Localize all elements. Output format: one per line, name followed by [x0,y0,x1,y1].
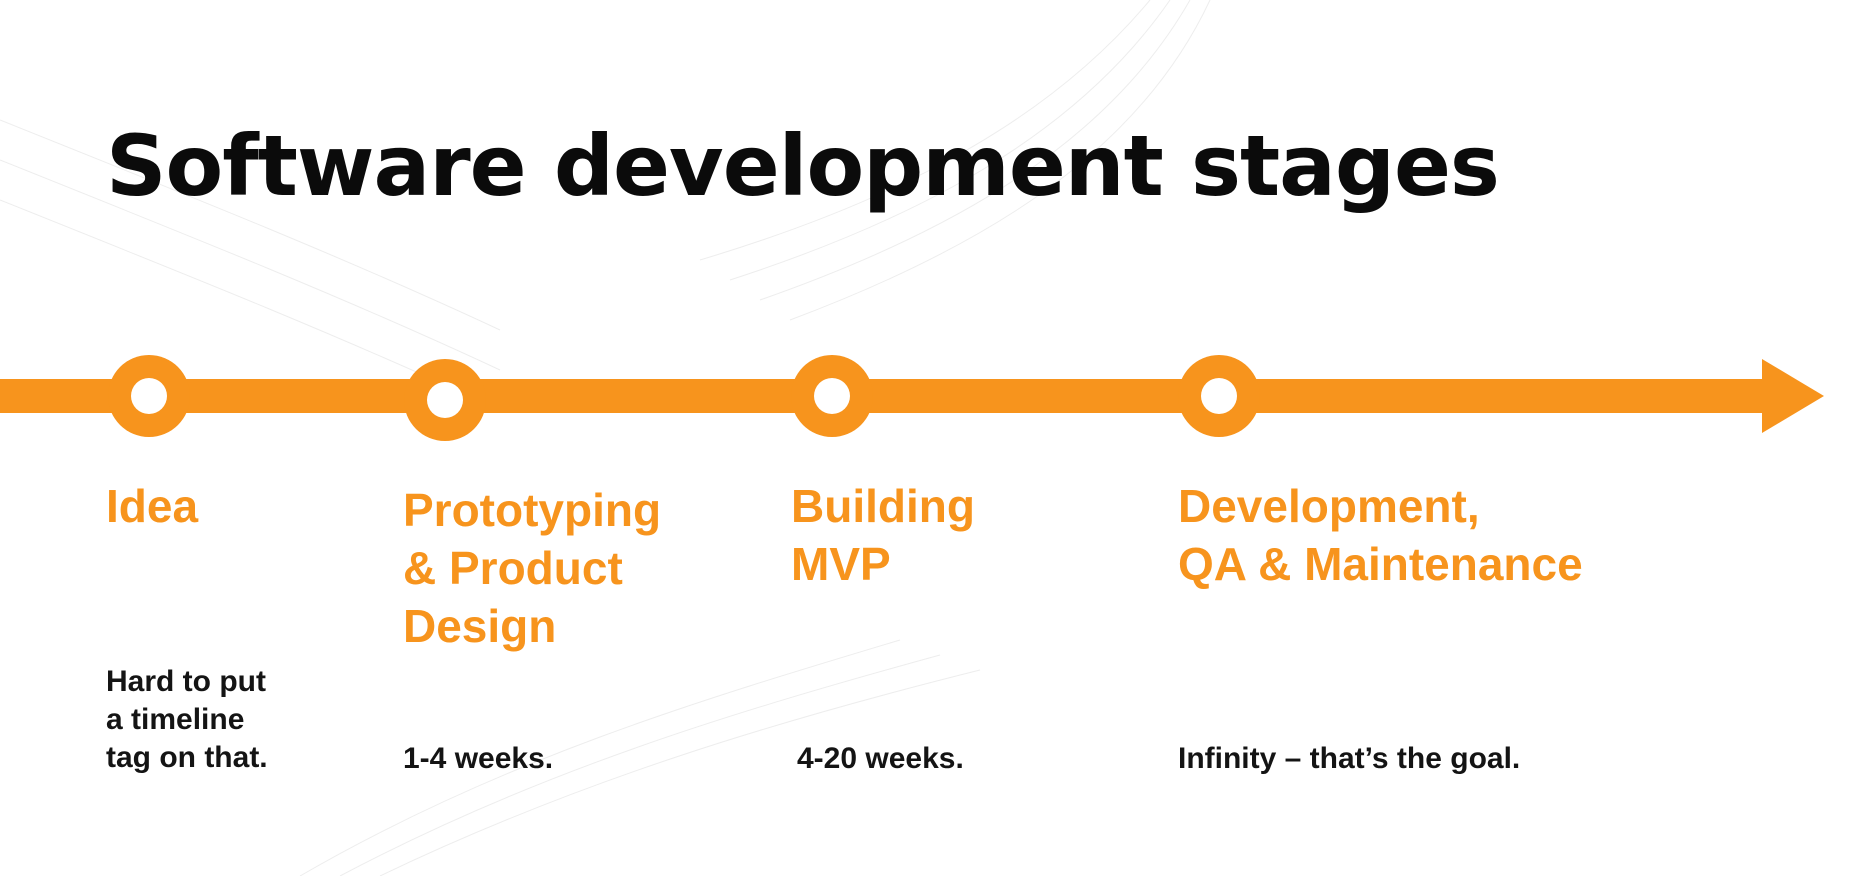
stage-title-prototyping: Prototyping & Product Design [403,484,662,652]
timeline [0,355,1824,441]
stage-marker-2 [404,359,486,441]
stage-marker-3 [791,355,873,437]
stage-marker-4 [1178,355,1260,437]
stage-description-development: Infinity – that’s the goal. [1178,742,1521,775]
stage-description-idea: Hard to put a timeline tag on that. [106,665,268,774]
stage-description-building-mvp: 4-20 weeks. [797,742,964,775]
stage-description-prototyping: 1-4 weeks. [403,742,554,775]
page-title: Software development stages [106,117,1500,215]
timeline-arrowhead [1762,359,1824,433]
stage-title-idea: Idea [106,480,199,532]
timeline-bar [0,379,1770,413]
stage-title-building-mvp: Building MVP [791,480,975,590]
stage-marker-1 [108,355,190,437]
stage-title-development: Development, QA & Maintenance [1178,480,1583,590]
